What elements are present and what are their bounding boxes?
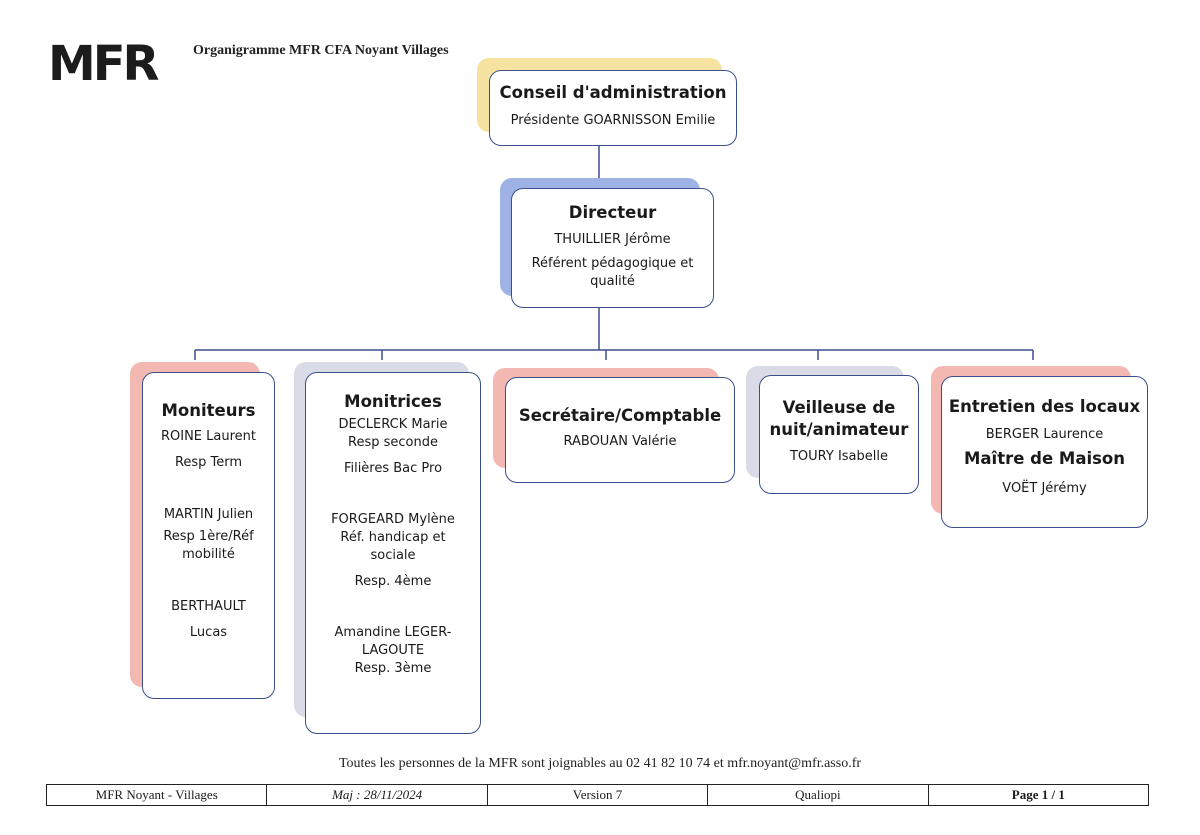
moniteur-3-name-1: BERTHAULT: [171, 599, 246, 614]
veilleuse-title-2: nuit/animateur: [769, 420, 909, 439]
monitrice-2-name: FORGEARD Mylène: [331, 512, 455, 527]
footer-org: MFR Noyant - Villages: [47, 785, 268, 805]
moniteur-1-role: Resp Term: [174, 455, 243, 470]
director-box: Directeur THUILLIER Jérôme Référent péda…: [511, 188, 714, 308]
entretien-box: Entretien des locaux BERGER Laurence Maî…: [941, 376, 1148, 528]
moniteur-2-role-1: Resp 1ère/Réf: [163, 529, 254, 544]
footer-version: Version 7: [488, 785, 709, 805]
monitrice-3-role: Resp. 3ème: [354, 661, 432, 676]
board-title: Conseil d'administration: [499, 83, 727, 102]
monitrices-title: Monitrices: [344, 392, 442, 411]
footer-table: MFR Noyant - Villages Maj : 28/11/2024 V…: [46, 784, 1149, 806]
director-role-2: qualité: [590, 274, 635, 289]
footer-qualiopi: Qualiopi: [708, 785, 929, 805]
monitrice-1-name: DECLERCK Marie: [338, 417, 448, 432]
footer-page: Page 1 / 1: [1011, 787, 1065, 802]
secretaire-box: Secrétaire/Comptable RABOUAN Valérie: [505, 377, 735, 483]
mfr-logo: MFR: [48, 38, 162, 84]
moniteur-2-role-2: mobilité: [182, 547, 235, 562]
monitrices-box: Monitrices DECLERCK Marie Resp seconde F…: [305, 372, 481, 734]
secretaire-title: Secrétaire/Comptable: [518, 406, 722, 425]
entretien-title: Entretien des locaux: [948, 397, 1141, 416]
director-title: Directeur: [568, 203, 657, 222]
maitre-maison-name: VOËT Jérémy: [1002, 481, 1087, 496]
board-president: Présidente GOARNISSON Emilie: [510, 113, 716, 128]
monitrice-2-role-3: Resp. 4ème: [354, 574, 432, 589]
moniteur-2-name: MARTIN Julien: [163, 507, 254, 522]
monitrice-1-role-1: Resp seconde: [348, 435, 438, 450]
moniteurs-title: Moniteurs: [161, 401, 256, 420]
veilleuse-title-1: Veilleuse de: [782, 398, 896, 417]
secretaire-name: RABOUAN Valérie: [563, 434, 677, 449]
contact-note: Toutes les personnes de la MFR sont joig…: [338, 756, 862, 771]
moniteurs-box: Moniteurs ROINE Laurent Resp Term MARTIN…: [142, 372, 275, 699]
entretien-name: BERGER Laurence: [985, 427, 1104, 442]
monitrice-1-role-2: Filières Bac Pro: [343, 461, 443, 476]
veilleuse-name: TOURY Isabelle: [789, 449, 888, 464]
logo-text: MFR: [48, 38, 159, 84]
director-role-1: Référent pédagogique et: [531, 256, 694, 271]
moniteur-1-name: ROINE Laurent: [160, 429, 256, 444]
monitrice-2-role-1: Réf. handicap et: [340, 530, 446, 545]
monitrice-3-name-2: LAGOUTE: [361, 643, 425, 658]
moniteur-3-name-2: Lucas: [189, 625, 228, 640]
footer-date: Maj : 28/11/2024: [267, 785, 488, 805]
board-box: Conseil d'administration Présidente GOAR…: [489, 70, 737, 146]
maitre-maison-title: Maître de Maison: [963, 449, 1126, 468]
page-title: Organigramme MFR CFA Noyant Villages: [193, 43, 449, 58]
monitrice-3-name-1: Amandine LEGER-: [334, 625, 452, 640]
monitrice-2-role-2: sociale: [370, 548, 416, 563]
director-name: THUILLIER Jérôme: [554, 232, 671, 247]
veilleuse-box: Veilleuse de nuit/animateur TOURY Isabel…: [759, 375, 919, 494]
